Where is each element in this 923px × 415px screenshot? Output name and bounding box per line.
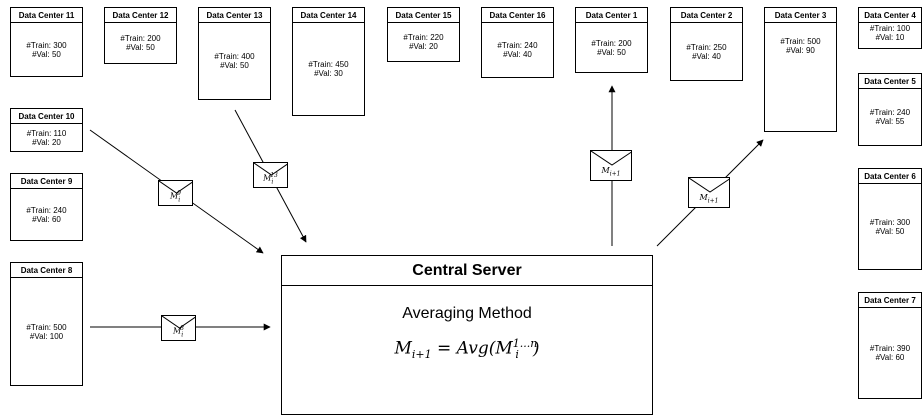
train-count: #Train: 250 xyxy=(686,42,727,52)
train-count: #Train: 300 xyxy=(869,217,911,227)
train-count: #Train: 400 xyxy=(214,52,255,61)
train-count: #Train: 200 xyxy=(120,34,161,43)
train-count: #Train: 390 xyxy=(869,344,911,353)
val-count: #Val: 55 xyxy=(875,117,905,126)
data-center-title: Data Center 3 xyxy=(765,8,836,23)
data-center-14: Data Center 14 #Train: 450#Val: 30 xyxy=(292,7,365,116)
data-center-16: Data Center 16 #Train: 240#Val: 40 xyxy=(481,7,554,78)
averaging-method-label: Averaging Method xyxy=(402,305,532,322)
data-center-10: Data Center 10 #Train: 110#Val: 20 xyxy=(10,108,83,152)
averaging-formula: Mi+1 = Avg(M1...ni) xyxy=(394,337,540,362)
server-title: Central Server xyxy=(282,256,652,286)
envelope-icon: Mi9 xyxy=(158,180,193,206)
data-center-3: Data Center 3 #Train: 500#Val: 90 xyxy=(764,7,837,132)
val-count: #Val: 60 xyxy=(875,353,905,362)
envelope-icon: Mi8 xyxy=(161,315,196,341)
data-center-title: Data Center 5 xyxy=(859,74,921,89)
val-count: #Val: 60 xyxy=(32,214,61,224)
data-center-1: Data Center 1 #Train: 200#Val: 50 xyxy=(575,7,648,73)
data-center-7: Data Center 7 #Train: 390#Val: 60 xyxy=(858,292,922,399)
train-count: #Train: 220 xyxy=(403,33,444,42)
data-center-title: Data Center 10 xyxy=(11,109,82,124)
val-count: #Val: 50 xyxy=(875,226,905,236)
data-center-title: Data Center 4 xyxy=(859,8,921,23)
val-count: #Val: 20 xyxy=(409,42,438,51)
data-center-title: Data Center 2 xyxy=(671,8,742,23)
data-center-13: Data Center 13 #Train: 400#Val: 50 xyxy=(198,7,271,100)
val-count: #Val: 90 xyxy=(786,46,815,55)
data-center-title: Data Center 16 xyxy=(482,8,553,23)
data-center-title: Data Center 9 xyxy=(11,174,82,189)
data-center-12: Data Center 12 #Train: 200#Val: 50 xyxy=(104,7,177,64)
val-count: #Val: 50 xyxy=(126,43,155,52)
train-count: #Train: 240 xyxy=(26,205,67,215)
data-center-title: Data Center 14 xyxy=(293,8,364,23)
central-server: Central Server Averaging Method Mi+1 = A… xyxy=(281,255,653,415)
val-count: #Val: 20 xyxy=(32,137,61,147)
data-center-title: Data Center 13 xyxy=(199,8,270,23)
data-center-8: Data Center 8 #Train: 500#Val: 100 xyxy=(10,262,83,386)
data-center-9: Data Center 9 #Train: 240#Val: 60 xyxy=(10,173,83,241)
data-center-6: Data Center 6 #Train: 300#Val: 50 xyxy=(858,168,922,270)
data-center-title: Data Center 6 xyxy=(859,169,921,184)
message-label: Mi8 xyxy=(173,324,184,338)
envelope-icon: Mi13 xyxy=(253,162,288,188)
message-label: Mi+1 xyxy=(699,193,719,205)
data-center-title: Data Center 11 xyxy=(11,8,82,23)
train-count: #Train: 100 xyxy=(869,24,911,33)
data-center-title: Data Center 12 xyxy=(105,8,176,23)
message-label: Mi9 xyxy=(170,189,181,203)
val-count: #Val: 50 xyxy=(32,49,61,59)
val-count: #Val: 40 xyxy=(692,51,721,61)
message-label: Mi+1 xyxy=(601,166,621,178)
train-count: #Train: 300 xyxy=(26,40,67,50)
val-count: #Val: 50 xyxy=(220,61,249,70)
message-label: Mi13 xyxy=(263,171,278,185)
data-center-title: Data Center 1 xyxy=(576,8,647,23)
val-count: #Val: 50 xyxy=(597,47,626,57)
train-count: #Train: 110 xyxy=(26,128,67,138)
data-center-title: Data Center 7 xyxy=(859,293,921,308)
train-count: #Train: 240 xyxy=(869,108,911,117)
train-count: #Train: 450 xyxy=(308,60,349,69)
val-count: #Val: 100 xyxy=(29,331,64,341)
train-count: #Train: 200 xyxy=(591,38,632,48)
train-count: #Train: 240 xyxy=(497,41,538,50)
data-center-title: Data Center 8 xyxy=(11,263,82,278)
data-center-title: Data Center 15 xyxy=(388,8,459,23)
envelope-icon: Mi+1 xyxy=(590,150,632,181)
data-center-15: Data Center 15 #Train: 220#Val: 20 xyxy=(387,7,460,62)
train-count: #Train: 500 xyxy=(780,37,821,46)
data-center-2: Data Center 2 #Train: 250#Val: 40 xyxy=(670,7,743,81)
val-count: #Val: 40 xyxy=(503,50,532,59)
val-count: #Val: 30 xyxy=(314,69,343,78)
data-center-4: Data Center 4 #Train: 100#Val: 10 xyxy=(858,7,922,49)
data-center-11: Data Center 11 #Train: 300#Val: 50 xyxy=(10,7,83,77)
data-center-5: Data Center 5 #Train: 240#Val: 55 xyxy=(858,73,922,146)
envelope-icon: Mi+1 xyxy=(688,177,730,208)
train-count: #Train: 500 xyxy=(26,322,67,332)
val-count: #Val: 10 xyxy=(875,33,905,42)
